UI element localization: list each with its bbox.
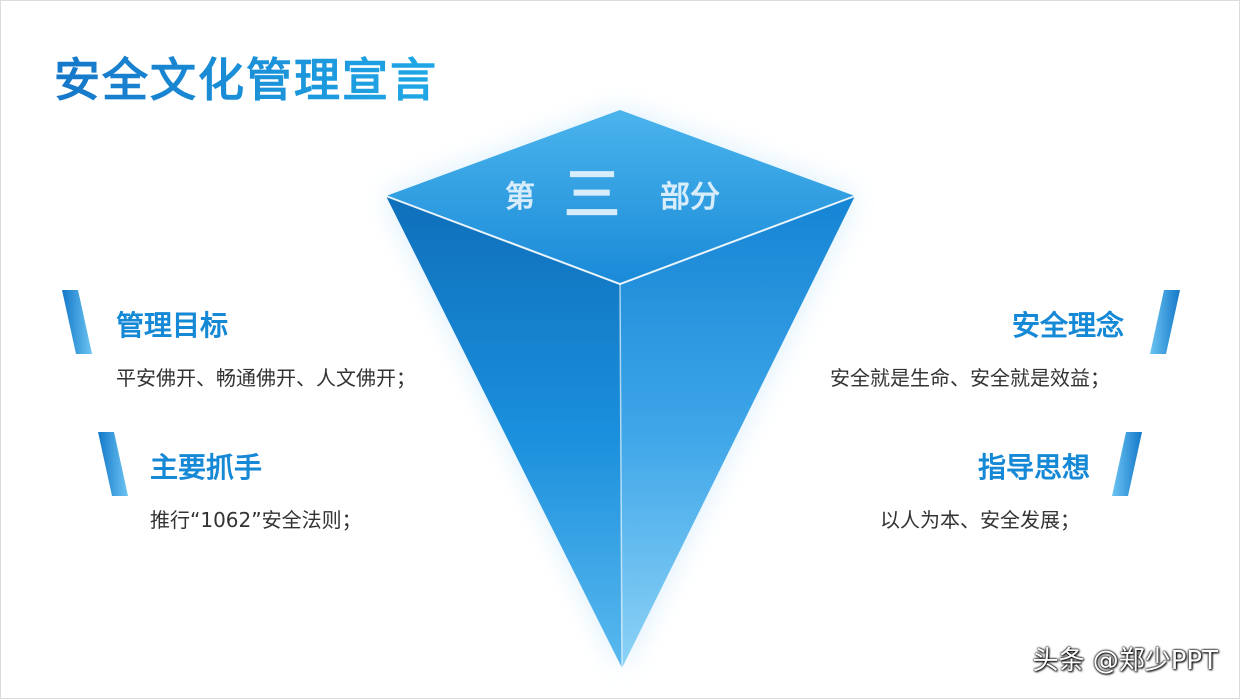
pyramid-top-face bbox=[386, 110, 855, 284]
center-label-char1: 第 bbox=[505, 180, 535, 215]
item-text-main-lever: 推行“1062”安全法则； bbox=[150, 508, 362, 532]
item-text-management-goal: 平安佛开、畅通佛开、人文佛开； bbox=[116, 366, 416, 390]
pyramid-left-face bbox=[386, 196, 622, 668]
item-text-guiding-thought: 以人为本、安全发展； bbox=[880, 508, 1080, 532]
item-frame-left-top bbox=[62, 289, 460, 355]
center-label-char2: 三 bbox=[564, 163, 620, 228]
item-frame-left-bottom bbox=[98, 431, 400, 497]
item-text-safety-concept: 安全就是生命、安全就是效益； bbox=[830, 366, 1110, 390]
slide-title: 安全文化管理宣言 bbox=[54, 44, 438, 110]
item-frame-right-top bbox=[780, 289, 1180, 355]
center-label-char3: 部分 bbox=[660, 180, 720, 215]
pyramid-right-face bbox=[620, 196, 855, 668]
item-frame-right-bottom bbox=[840, 431, 1142, 497]
item-heading-main-lever: 主要抓手 bbox=[150, 451, 263, 484]
item-heading-management-goal: 管理目标 bbox=[116, 309, 229, 342]
item-heading-guiding-thought: 指导思想 bbox=[977, 451, 1090, 484]
watermark: 头条 @郑少PPT bbox=[1032, 646, 1218, 676]
item-heading-safety-concept: 安全理念 bbox=[1011, 309, 1124, 342]
